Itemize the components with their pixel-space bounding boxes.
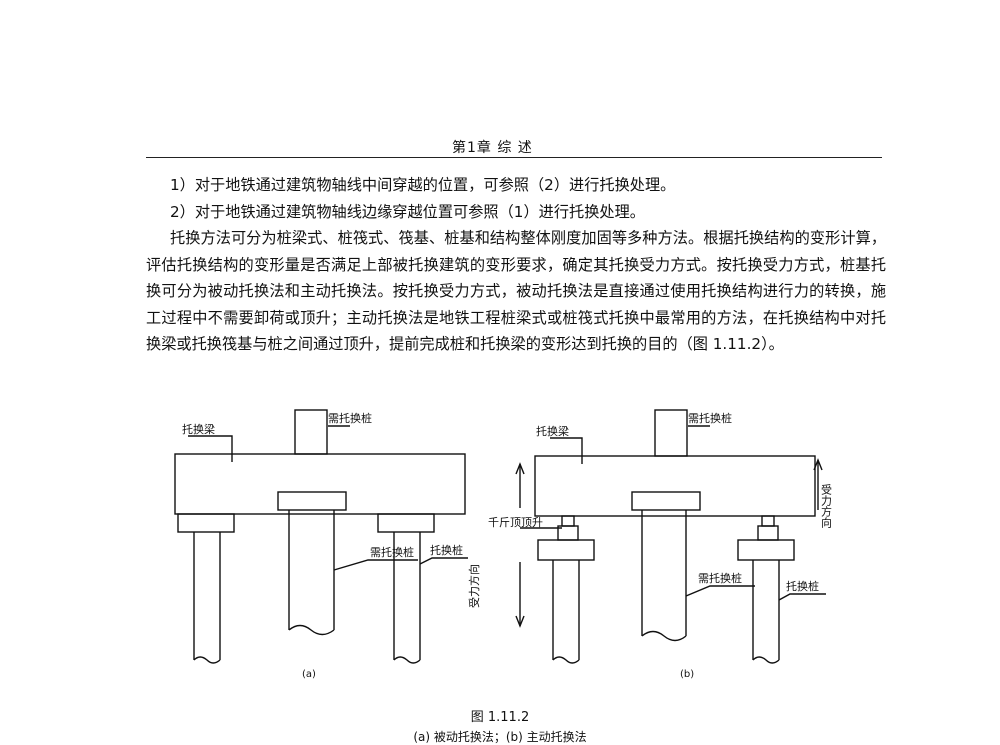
diagram-b-center-pile (641, 510, 687, 642)
diagram-b-right-jack (761, 515, 775, 527)
underpinning-diagram: 托换梁 需托换桩 需托换桩 托换桩 (a) 托换梁 需托换桩 受力方向 受力方向… (174, 409, 833, 680)
diagram-a (174, 409, 468, 664)
diagram-a-beam-label: 托换梁 (182, 422, 215, 436)
diagram-b-force-dir-right: 受力方向 (820, 484, 833, 528)
paragraph-1: 1）对于地铁通过建筑物轴线中间穿越的位置，可参照（2）进行托换处理。 (170, 176, 676, 194)
diagram-b (515, 409, 826, 664)
figure-caption-subtitle: (a) 被动托换法；(b) 主动托换法 (413, 730, 587, 744)
header-rule (146, 157, 882, 158)
diagram-a-leader-center (333, 559, 418, 571)
body-text: 1）对于地铁通过建筑物轴线中间穿越的位置，可参照（2）进行托换处理。 2）对于地… (146, 172, 886, 358)
diagram-b-leader-center (685, 585, 755, 597)
diagram-b-top-pile-label: 需托换桩 (688, 411, 732, 425)
diagram-b-leader-beam (550, 437, 583, 464)
diagram-b-right-cap (737, 539, 795, 561)
diagram-b-sub-label: (b) (680, 669, 694, 680)
diagram-a-center-pile (288, 510, 335, 636)
diagram-b-jack-label: 千斤顶顶升 (488, 516, 543, 529)
diagram-a-support-pile-label: 托换桩 (430, 543, 463, 557)
diagram-a-leader-beam (188, 435, 233, 462)
figure-caption-title: 图 1.11.2 (470, 710, 530, 725)
diagram-b-top-pile (654, 409, 688, 457)
diagram-b-left-arrow-down-head (515, 615, 525, 628)
diagram-a-beam (174, 453, 466, 515)
diagram-a-top-pile (294, 409, 328, 455)
diagram-b-leader-right (778, 593, 826, 601)
diagram-b-center-cap (631, 491, 701, 511)
diagram-b-right-arrow-head (813, 458, 823, 471)
diagram-b-support-pile-label: 托换桩 (786, 579, 819, 593)
paragraph-3: 托换方法可分为桩梁式、桩筏式、筏基、桩基和结构整体刚度加固等多种方法。根据托换结… (146, 229, 886, 353)
diagram-a-left-pile (193, 532, 221, 664)
page-header: 第1章 综 述 (146, 137, 882, 161)
diagram-a-top-pile-label: 需托换桩 (328, 411, 372, 425)
figure-1-11-2: 托换梁 需托换桩 需托换桩 托换桩 (a) 托换梁 需托换桩 受力方向 受力方向… (150, 402, 910, 692)
diagram-a-center-cap (277, 491, 347, 511)
diagram-a-leader-right (419, 557, 468, 565)
paragraph-2: 2）对于地铁通过建筑物轴线边缘穿越位置可参照（1）进行托换处理。 (170, 202, 645, 221)
diagram-b-force-dir-left: 受力方向 (467, 564, 481, 608)
diagram-b-beam (534, 455, 816, 517)
diagram-b-left-pile (552, 560, 580, 664)
diagram-a-right-cap (377, 513, 435, 533)
diagram-a-left-cap (177, 513, 235, 533)
diagram-b-left-jack (561, 515, 575, 527)
diagram-b-left-arrow-up-head (515, 462, 525, 475)
diagram-b-right-jack-base (757, 525, 779, 541)
diagram-a-sub-label: (a) (302, 669, 316, 680)
diagram-b-left-cap (537, 539, 595, 561)
diagram-a-needs-pile-label: 需托换桩 (370, 545, 414, 559)
diagram-b-right-pile (752, 560, 780, 664)
diagram-b-needs-pile-label: 需托换桩 (698, 571, 742, 585)
diagram-a-right-pile (393, 532, 421, 664)
chapter-title: 第1章 综 述 (452, 140, 533, 156)
diagram-b-beam-label: 托换梁 (536, 424, 569, 438)
